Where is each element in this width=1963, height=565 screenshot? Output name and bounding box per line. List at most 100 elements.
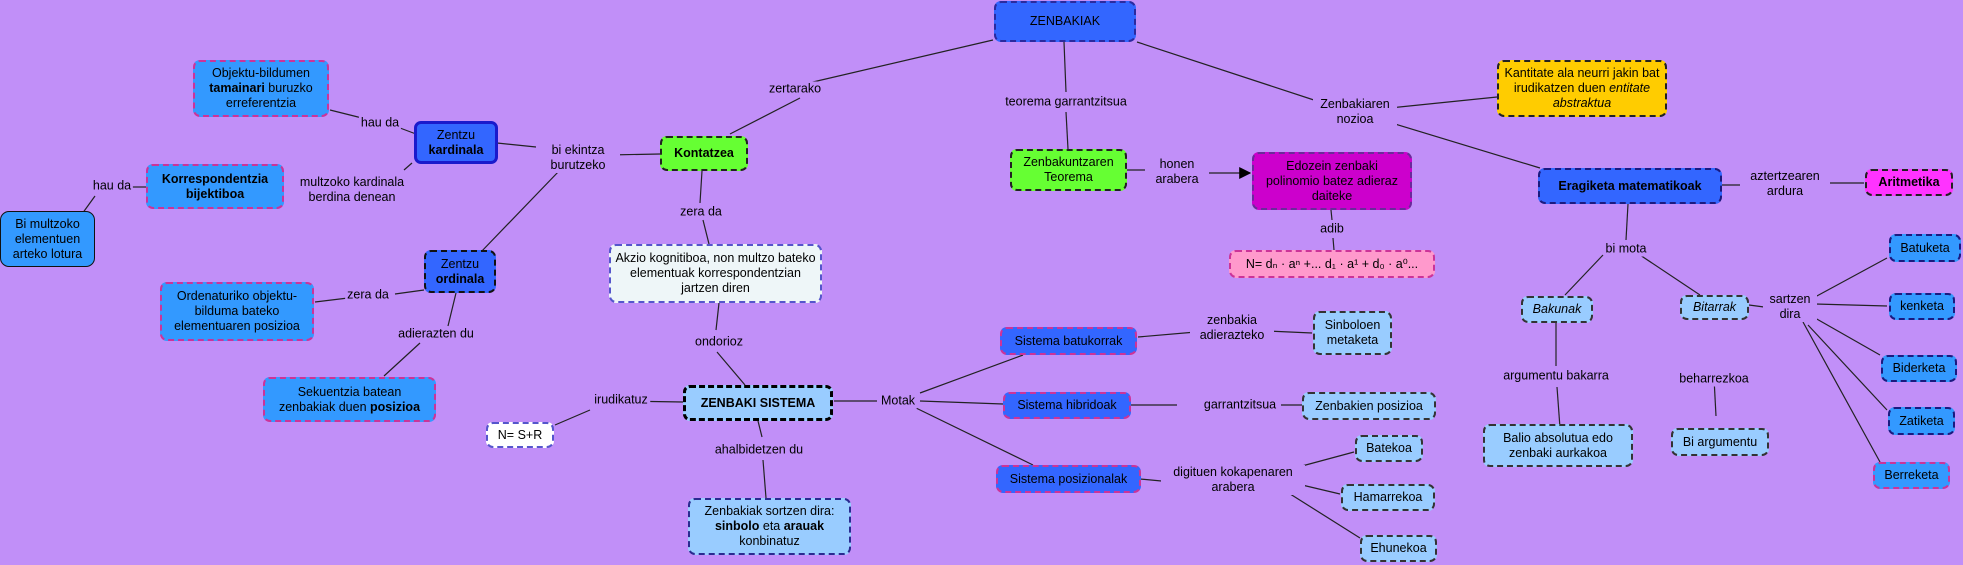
label-motak: Motak [878, 393, 918, 409]
node-bi-argumentu[interactable]: Bi argumentu [1671, 428, 1769, 456]
node-akzio-text: Akzio kognitiboa, non multzo bateko elem… [615, 251, 816, 295]
node-tamaina-buruzko: buruzko [264, 81, 313, 95]
node-zatiketa-text: Zatiketa [1899, 413, 1944, 428]
node-sekuentzia-bold: posizioa [370, 399, 421, 414]
node-sistema-posizionalak[interactable]: Sistema posizionalak [996, 465, 1141, 493]
node-nsr[interactable]: N= S+R [486, 422, 554, 448]
node-sinboloen-text: Sinboloen metaketa [1324, 318, 1381, 347]
node-sekuentzia-content: Sekuentzia batean zenbakiak duen posizio… [269, 385, 430, 415]
node-sekuentzia-text: Sekuentzia batean zenbakiak duen [278, 384, 402, 414]
node-hamarrekoa-text: Hamarrekoa [1353, 490, 1423, 504]
node-batuketa-text: Batuketa [1900, 240, 1950, 255]
node-tamaina-line3: erreferentzia [225, 96, 297, 110]
node-formula-text: N= dₙ · aⁿ +... d₁ · a¹ + d₀ · a⁰... [1245, 256, 1419, 271]
label-honen-arabera: honen arabera [1145, 157, 1209, 187]
label-ondorioz: ondorioz [693, 334, 745, 350]
node-sistema-text: ZENBAKI SISTEMA [700, 395, 816, 410]
label-irudikatuz: irudikatuz [592, 392, 650, 408]
node-sinboloen-metaketa[interactable]: Sinboloen metaketa [1313, 311, 1392, 355]
label-zenbakiaren-nozioa: Zenbakiaren nozioa [1313, 97, 1397, 127]
node-sortzen-arauak: arauak [783, 519, 825, 533]
node-zenbakiak-text: ZENBAKIAK [1029, 14, 1101, 28]
node-zenbaki-sistema[interactable]: ZENBAKI SISTEMA [683, 385, 833, 421]
node-kontatzea[interactable]: Kontatzea [660, 136, 748, 171]
node-ehunekoa[interactable]: Ehunekoa [1360, 535, 1437, 562]
node-eragiketa-matematikoak[interactable]: Eragiketa matematikoak [1538, 168, 1722, 204]
label-hau-da-1: hau da [358, 115, 402, 131]
node-sekuentzia-posizioa[interactable]: Sekuentzia batean zenbakiak duen posizio… [263, 377, 436, 422]
node-sortzen-dira[interactable]: Zenbakiak sortzen dira:sinbolo eta araua… [688, 498, 851, 555]
node-ordenaturiko[interactable]: Ordenaturiko objektu-bilduma bateko elem… [160, 282, 314, 341]
node-bi-arg-text: Bi argumentu [1682, 434, 1758, 449]
node-zenbakien-pos-text: Zenbakien posizioa [1315, 398, 1423, 413]
label-teorema-garrantzitsua: teorema garrantzitsua [1003, 94, 1129, 110]
node-zenbakiak[interactable]: ZENBAKIAK [994, 1, 1136, 42]
node-nsr-text: N= S+R [497, 427, 543, 442]
node-berreketa[interactable]: Berreketa [1873, 462, 1950, 489]
label-argumentu-bakarra: argumentu bakarra [1501, 368, 1611, 384]
node-berreketa-text: Berreketa [1884, 468, 1939, 482]
node-balio-absolutua[interactable]: Balio absolutua edo zenbaki aurkakoa [1483, 424, 1633, 467]
node-kantitate-content: Kantitate ala neurri jakin bat irudikatz… [1503, 66, 1661, 111]
node-sortzen-line1: Zenbakiak sortzen dira: [704, 504, 835, 518]
node-zenbakuntzaren-teorema[interactable]: Zenbakuntzaren Teorema [1010, 149, 1127, 191]
label-zertarako: zertarako [766, 81, 824, 97]
node-zenbakien-posizioa[interactable]: Zenbakien posizioa [1302, 392, 1436, 420]
node-formula[interactable]: N= dₙ · aⁿ +... d₁ · a¹ + d₀ · a⁰... [1229, 250, 1435, 278]
node-biderketa-text: Biderketa [1892, 361, 1946, 375]
node-tamaina-bold: tamainari [209, 81, 265, 95]
node-ordinala-line2: ordinala [435, 271, 485, 286]
node-bakunak[interactable]: Bakunak [1521, 296, 1593, 323]
node-bi-multzoko-lotura[interactable]: Bi multzoko elementuen arteko lotura [0, 211, 95, 267]
node-hibridoak-text: Sistema hibridoak [1017, 398, 1117, 412]
node-akzio-kognitiboa[interactable]: Akzio kognitiboa, non multzo bateko elem… [609, 244, 822, 303]
label-multzoko-kardinala: multzoko kardinala berdina denean [285, 175, 419, 205]
node-tamaina-line1: Objektu-bildumen [212, 66, 310, 80]
node-ordenaturiko-text: Ordenaturiko objektu-bilduma bateko elem… [174, 289, 300, 333]
node-bitarrak[interactable]: Bitarrak [1680, 295, 1749, 320]
node-korresp-line1: Korrespondentzia [161, 171, 269, 186]
label-beharrezkoa: beharrezkoa [1677, 371, 1751, 387]
label-digituen-kokapena: digituen kokapenaren arabera [1161, 465, 1305, 495]
label-bi-ekintza: bi ekintza burutzeko [536, 143, 620, 173]
node-teorema-text: Zenbakuntzaren Teorema [1023, 155, 1114, 184]
node-sortzen-sinbolo: sinbolo [714, 519, 760, 533]
node-posizionalak-text: Sistema posizionalak [1009, 471, 1128, 486]
node-kontatzea-text: Kontatzea [674, 146, 734, 160]
node-kenketa-text: kenketa [1900, 299, 1944, 313]
node-batekoa[interactable]: Batekoa [1355, 435, 1423, 462]
node-bitarrak-text: Bitarrak [1692, 300, 1737, 314]
label-adib: adib [1318, 221, 1346, 237]
node-biderketa[interactable]: Biderketa [1881, 355, 1957, 382]
label-garrantzitsua: garrantzitsua [1201, 397, 1279, 413]
label-aztertzearen-ardura: aztertzearen ardura [1740, 169, 1830, 199]
node-bakunak-text: Bakunak [1532, 302, 1582, 316]
node-sortzen-eta: eta [759, 519, 784, 533]
node-kantitate-entitate[interactable]: Kantitate ala neurri jakin bat irudikatz… [1497, 60, 1667, 117]
node-sistema-hibridoak[interactable]: Sistema hibridoak [1003, 392, 1131, 419]
node-zatiketa[interactable]: Zatiketa [1888, 407, 1955, 435]
node-kenketa[interactable]: kenketa [1889, 293, 1955, 320]
node-korresp-line2: bijektiboa [185, 186, 245, 201]
node-batukorrak-text: Sistema batukorrak [1014, 333, 1123, 348]
node-kantitate-text: Kantitate ala neurri jakin bat irudikatz… [1504, 66, 1660, 95]
node-edozein-zenbaki[interactable]: Edozein zenbaki polinomio batez adieraz … [1252, 152, 1412, 210]
label-bi-mota: bi mota [1603, 241, 1649, 257]
label-zera-da-2: zera da [678, 204, 724, 220]
label-adierazten-du: adierazten du [396, 326, 476, 342]
node-aritmetika[interactable]: Aritmetika [1865, 169, 1953, 196]
node-hamarrekoa[interactable]: Hamarrekoa [1341, 484, 1435, 511]
node-batekoa-text: Batekoa [1366, 441, 1412, 455]
node-sortzen-line3: konbinatuz [739, 534, 800, 548]
node-kantitate-italic: entitate abstraktua [1552, 81, 1651, 110]
node-batuketa[interactable]: Batuketa [1889, 234, 1961, 262]
node-sistema-batukorrak[interactable]: Sistema batukorrak [1000, 327, 1137, 355]
